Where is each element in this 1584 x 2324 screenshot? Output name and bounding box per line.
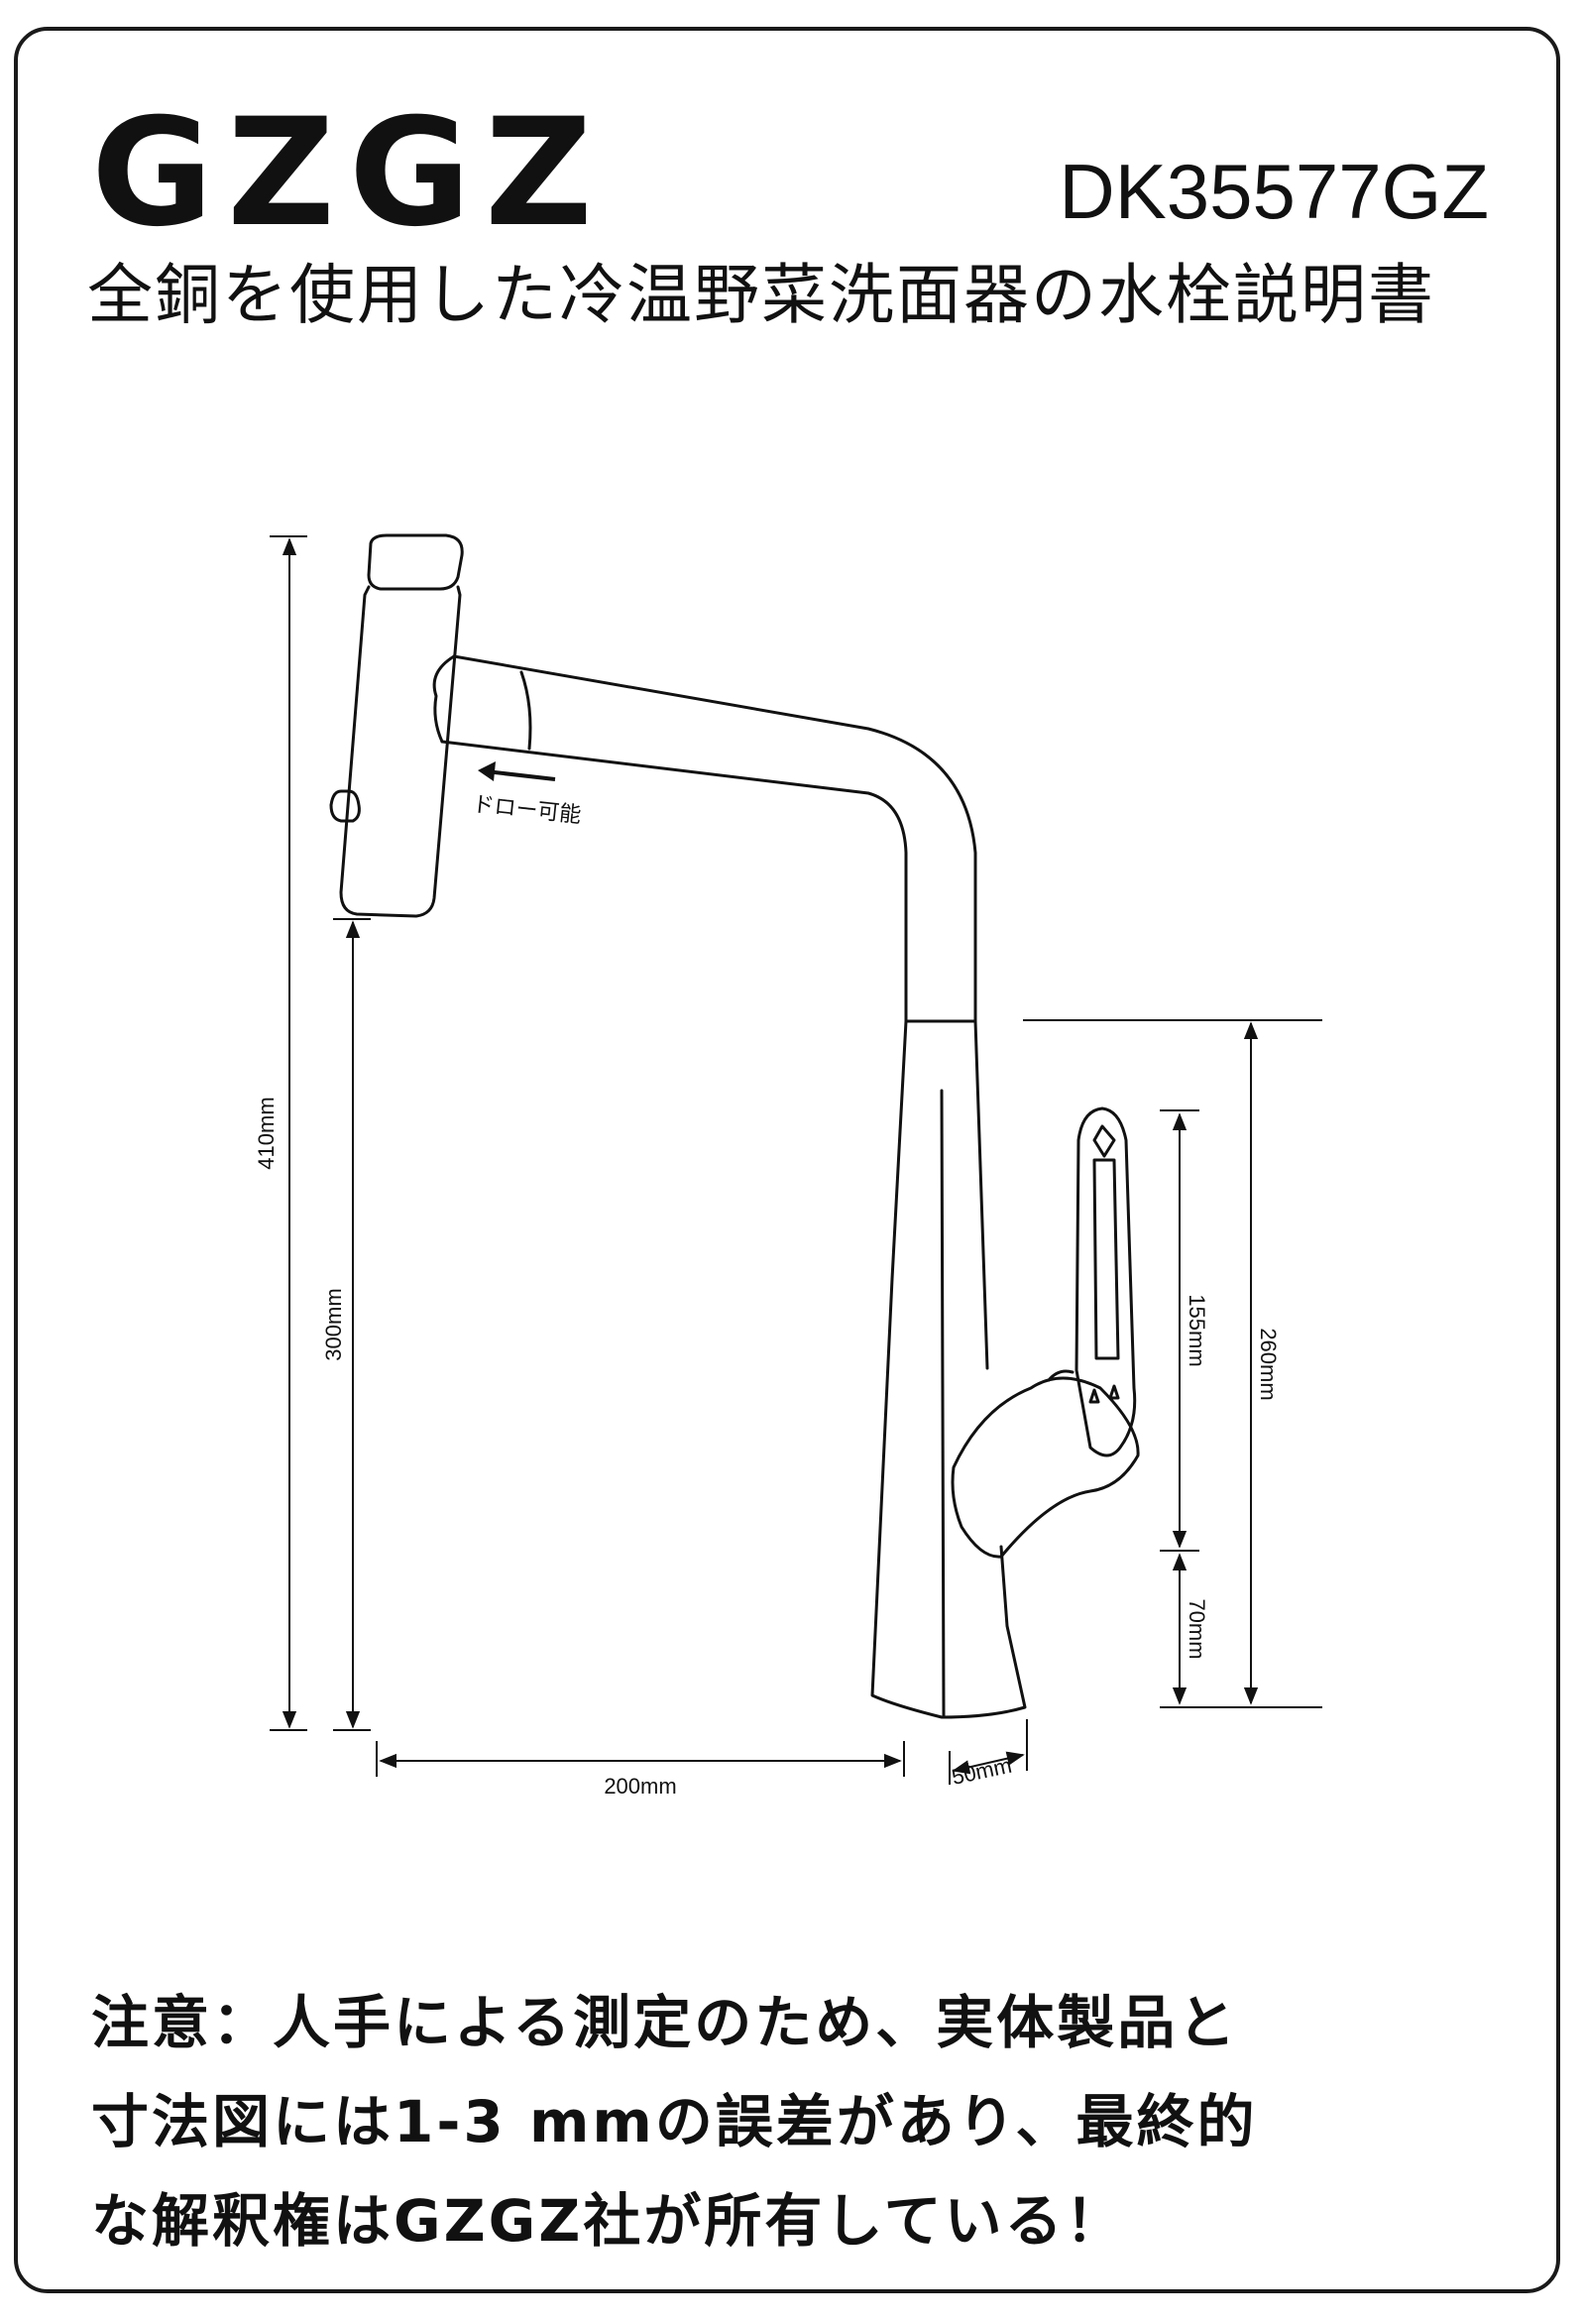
spray-head-cap	[367, 533, 464, 591]
handle-base	[951, 1376, 1140, 1559]
pull-out-arrow	[478, 761, 556, 781]
arm-ring	[519, 670, 532, 751]
note-line: な解釈権はGZGZ社が所有している！	[91, 2187, 1126, 2255]
disclaimer-note: 注意：人手による測定のため、実体製品と 寸法図には1-3 mmの誤差があり、最終…	[91, 1973, 1499, 2270]
faucet-outline	[329, 533, 1140, 1719]
note-line: 寸法図には1-3 mmの誤差があり、最終的	[91, 2088, 1258, 2155]
dim-label-410: 410mm	[254, 1097, 279, 1169]
spout-arm-bottom	[440, 740, 908, 1023]
dim-label-155: 155mm	[1185, 1294, 1209, 1366]
document-frame	[14, 27, 1560, 2293]
extension-lines	[270, 535, 1322, 1785]
arm-collar	[432, 654, 456, 744]
dimension-lines	[282, 537, 1259, 1775]
model-number: DK35577GZ	[1059, 148, 1489, 235]
dim-label-70: 70mm	[1185, 1598, 1209, 1659]
dim-label-50: 50mm	[950, 1753, 1014, 1790]
dim-label-260: 260mm	[1256, 1328, 1281, 1400]
dim-label-200: 200mm	[604, 1774, 676, 1799]
faucet-body	[870, 1019, 1027, 1719]
brand-logo: GZGZ	[91, 87, 607, 260]
pull-out-button	[329, 789, 361, 823]
dim-label-300: 300mm	[321, 1288, 346, 1360]
dim-line-50	[952, 1751, 1025, 1775]
handle-lever	[1075, 1106, 1137, 1457]
note-line: 注意：人手による測定のため、実体製品と	[91, 1989, 1239, 2056]
spout-arm-top	[452, 654, 977, 1023]
body-ridge	[940, 1089, 946, 1719]
page-title: 全銅を使用した冷温野菜洗面器の水栓説明書	[87, 257, 1435, 333]
pull-out-label: ドロー可能	[471, 791, 582, 827]
spray-head-body	[339, 585, 462, 918]
handle-lever-slot	[1092, 1158, 1120, 1360]
